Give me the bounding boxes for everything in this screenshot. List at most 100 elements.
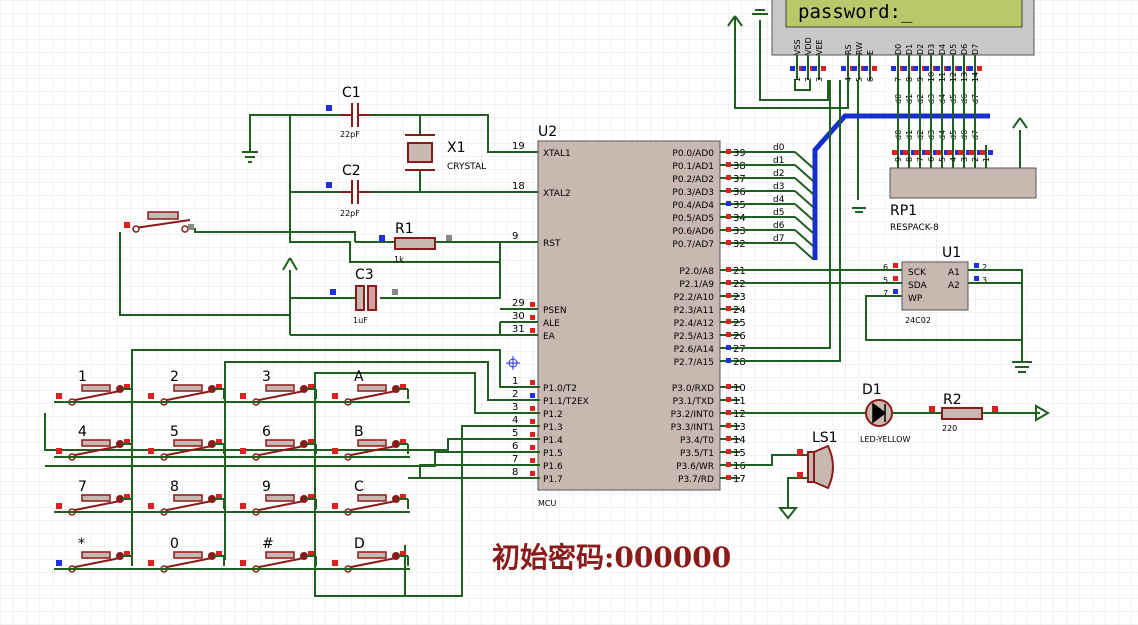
bus-net-label: d0	[773, 143, 785, 153]
mcu-pin-name: XTAL1	[543, 149, 571, 159]
mcu-ref: U2	[538, 124, 557, 140]
u1-pin-a1: A1	[948, 268, 960, 278]
key-pin-marker	[124, 494, 130, 500]
mcu-type: MCU	[538, 499, 556, 508]
lcd-pin-marker	[977, 66, 982, 71]
mcu-pin-number: 11	[733, 396, 746, 407]
lcd-pin-marker	[790, 66, 795, 71]
reset-button[interactable]	[124, 211, 194, 233]
lcd-pin-number: 1	[793, 77, 802, 82]
mcu-pin-number: 6	[512, 441, 518, 452]
mcu-pin-name: P3.0/RXD	[672, 384, 714, 394]
mcu-pin-marker	[726, 306, 731, 311]
mcu-pin-number: 30	[512, 311, 525, 322]
c3-value: 1uF	[353, 316, 368, 325]
lcd-pin-marker	[946, 66, 951, 71]
mcu-pin-number: 9	[512, 231, 518, 242]
rp1-pin-marker	[933, 150, 938, 155]
mcu-pin-name: RST	[543, 239, 561, 249]
mcu-right-pins: 39P0.0/AD0d038P0.1/AD1d137P0.2/AD2d236P0…	[671, 143, 814, 485]
key-pin-marker	[216, 439, 222, 445]
key-contact	[253, 390, 305, 402]
key-pin-marker	[124, 551, 130, 557]
keypad-key-8[interactable]: 8	[146, 479, 224, 516]
lcd-pin-label: E	[866, 50, 875, 55]
mcu-pin-number: 10	[733, 383, 746, 394]
key-cap	[173, 551, 203, 559]
mcu-pin-number: 15	[733, 448, 746, 459]
key-pin-marker	[240, 503, 246, 509]
x1-value: CRYSTAL	[447, 162, 486, 172]
mcu-pin-number: 2	[512, 389, 518, 400]
key-cap	[357, 384, 387, 392]
key-pin-marker	[216, 551, 222, 557]
rp1-pin-marker	[911, 150, 916, 155]
crystal-x1[interactable]: X1 CRYSTAL	[405, 134, 486, 172]
key-cap	[81, 551, 111, 559]
mcu-pin-number: 34	[733, 213, 746, 224]
lcd-pin-label: RS	[844, 44, 853, 55]
key-label: 6	[262, 424, 271, 440]
lcd-pin-number: 4	[844, 77, 853, 82]
capacitor-c2[interactable]: C2 22pF	[326, 163, 370, 218]
resistor-r2[interactable]: R2 220	[892, 392, 1050, 433]
lcd-pin-number: 11	[938, 72, 947, 82]
rp1-pin-marker	[988, 150, 993, 155]
c2-ref: C2	[342, 163, 361, 179]
keypad-key-4[interactable]: 4	[54, 424, 132, 461]
mcu-pin-number: 8	[512, 467, 518, 478]
u1-pinnum-7: 7	[883, 289, 888, 298]
mcu-pin-name: P0.0/AD0	[672, 149, 714, 159]
mcu-pin-name: P0.4/AD4	[672, 201, 714, 211]
bus-entry	[794, 177, 814, 195]
mcu-pin-number: 35	[733, 200, 746, 211]
mcu-pin-number: 18	[512, 181, 525, 192]
rp1-pin-marker	[900, 150, 905, 155]
bus-entry	[794, 242, 814, 260]
u1-pinnum-3: 3	[982, 276, 987, 285]
key-pin-marker	[332, 448, 338, 454]
mcu-chip[interactable]: U2 MCU	[537, 124, 721, 508]
mcu-pin-marker	[726, 345, 731, 350]
mcu-pin-name: P3.2/INT0	[671, 410, 715, 420]
lcd-pin-number: 7	[894, 77, 903, 82]
mcu-pin-marker	[726, 423, 731, 428]
lcd-pin-marker	[891, 66, 896, 71]
capacitor-c3[interactable]: C3 1uF	[330, 267, 398, 325]
mcu-pin-marker	[726, 332, 731, 337]
key-contact	[345, 390, 397, 402]
keypad-key-star[interactable]: *	[54, 536, 132, 573]
key-contact	[253, 445, 305, 457]
speaker-ls1[interactable]: LS1	[740, 430, 838, 520]
key-pin-marker	[400, 439, 406, 445]
lcd-pin-label: D7	[971, 44, 980, 55]
key-terminal	[208, 495, 216, 503]
keypad-key-C[interactable]: C	[330, 479, 408, 516]
eeprom-u1[interactable]: U1 24C02 SCK SDA WP A1 A2 6 5 7 2 3	[883, 245, 987, 325]
mcu-pin-name: P2.0/A8	[679, 267, 714, 277]
key-pin-marker	[216, 494, 222, 500]
mcu-pin-name: P0.5/AD5	[672, 214, 714, 224]
key-contact	[161, 557, 213, 569]
resistor-r1[interactable]: R1 1k	[355, 221, 500, 264]
key-pin-marker	[240, 448, 246, 454]
u1-pin-wp: WP	[908, 294, 923, 304]
mcu-pin-marker	[530, 380, 535, 385]
rp1-value: RESPACK-8	[890, 223, 939, 233]
rp1-pin-marker	[925, 150, 930, 155]
rp1-pin-number: 4	[949, 157, 958, 162]
key-terminal	[208, 385, 216, 393]
key-label: #	[262, 536, 274, 552]
mcu-pin-number: 33	[733, 226, 746, 237]
key-cap	[265, 439, 295, 447]
mcu-pin-name: P3.5/T1	[680, 449, 714, 459]
capacitor-c1[interactable]: C1 22pF	[326, 85, 370, 139]
mcu-pin-number: 37	[733, 174, 746, 185]
mcu-pin-number: 22	[733, 279, 746, 290]
u1-pinnum-2: 2	[982, 263, 987, 272]
key-terminal	[300, 440, 308, 448]
rp1-pin-number: 3	[960, 157, 969, 162]
keypad-key-D[interactable]: D	[330, 536, 408, 573]
key-pin-marker	[56, 560, 62, 566]
lcd-display[interactable]: password:_	[771, 0, 1035, 56]
